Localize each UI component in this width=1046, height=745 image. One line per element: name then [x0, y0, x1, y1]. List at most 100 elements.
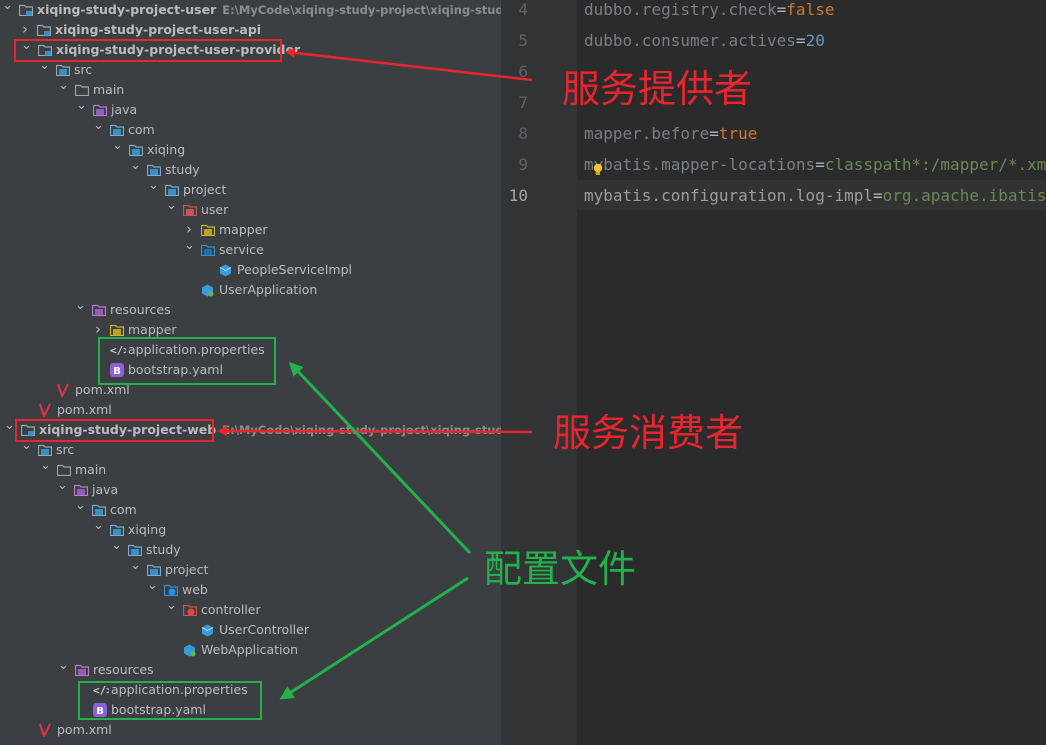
code-line[interactable]: dubbo.registry.check=false — [584, 0, 834, 21]
web-package-icon — [164, 584, 178, 596]
package-icon — [128, 544, 142, 556]
chevron-right-icon[interactable]: › — [22, 20, 28, 38]
chevron-down-icon[interactable]: ⌄ — [184, 238, 195, 253]
svg-text:B: B — [113, 366, 121, 377]
tree-row[interactable]: WebApplication — [0, 640, 501, 660]
svg-text:B: B — [96, 706, 104, 717]
chevron-down-icon[interactable]: ⌄ — [40, 458, 51, 473]
svg-text:</>: </> — [110, 344, 126, 356]
tree-row[interactable]: ⌄java — [0, 98, 501, 120]
properties-file-icon: </> — [110, 344, 126, 356]
tree-row[interactable]: PeopleServiceImpl — [0, 260, 501, 280]
chevron-down-icon[interactable]: ⌄ — [93, 518, 104, 533]
chevron-right-icon[interactable]: › — [95, 320, 101, 338]
chevron-down-icon[interactable]: ⌄ — [76, 98, 87, 113]
package-icon — [129, 144, 143, 156]
chevron-down-icon[interactable]: ⌄ — [58, 78, 69, 93]
tree-row[interactable]: UserApplication — [0, 280, 501, 300]
tree-row[interactable]: </>application.properties — [0, 340, 501, 360]
tree-row[interactable]: ⌄xiqing — [0, 138, 501, 160]
tree-row[interactable]: pom.xml — [0, 400, 501, 420]
chevron-down-icon[interactable]: ⌄ — [93, 118, 104, 133]
property-equals: = — [709, 124, 719, 143]
chevron-down-icon[interactable]: ⌄ — [21, 438, 32, 453]
tree-row-label: xiqing-study-project-user-api — [55, 22, 262, 37]
chevron-down-icon[interactable]: ⌄ — [112, 138, 123, 153]
module-folder-icon — [19, 4, 33, 16]
tree-row[interactable]: ⌄user — [0, 198, 501, 220]
tree-row[interactable]: ›mapper — [0, 220, 501, 240]
tree-row[interactable]: ⌄com — [0, 118, 501, 140]
line-number: 7 — [518, 93, 528, 112]
tree-row[interactable]: ⌄service — [0, 238, 501, 260]
code-line[interactable]: mapper.before=true — [584, 123, 757, 145]
tree-row[interactable]: ⌄ xiqing — [0, 518, 501, 540]
tree-row[interactable]: ⌄project — [0, 178, 501, 200]
tree-row[interactable]: ⌄src — [0, 58, 501, 80]
tree-row[interactable]: ⌄com — [0, 498, 501, 520]
chevron-down-icon[interactable]: ⌄ — [130, 158, 141, 173]
user-package-icon — [183, 204, 197, 216]
source-root-icon — [56, 64, 70, 76]
tree-row[interactable]: ⌄web — [0, 578, 501, 600]
tree-row-label: pom.xml — [75, 382, 130, 397]
tree-row[interactable]: ⌄ java — [0, 478, 501, 500]
code-line[interactable]: mybatis.configuration.log-impl=org.apach… — [584, 185, 1046, 207]
chevron-down-icon[interactable]: ⌄ — [147, 578, 158, 593]
resources-folder-icon — [75, 664, 89, 676]
tree-row-label: java — [92, 482, 119, 497]
tree-row[interactable]: ⌄main — [0, 78, 501, 100]
tree-row[interactable]: ⌄main — [0, 458, 501, 480]
tree-row[interactable]: </>application.properties — [0, 680, 501, 700]
chevron-down-icon[interactable]: ⌄ — [4, 418, 15, 433]
tree-row[interactable]: ⌄src — [0, 438, 501, 460]
property-key: dubbo.consumer.actives — [584, 31, 796, 50]
code-line[interactable]: mybatis.mapper-locations=classpath*:/map… — [584, 154, 1046, 176]
tree-row-label: xiqing-study-project-user-provider — [56, 42, 301, 57]
resources-folder-icon — [92, 304, 106, 316]
chevron-down-icon[interactable]: ⌄ — [21, 38, 32, 53]
chevron-down-icon[interactable]: ⌄ — [130, 558, 141, 573]
chevron-down-icon[interactable]: ⌄ — [75, 298, 86, 313]
tree-row[interactable]: ⌄controller — [0, 598, 501, 620]
chevron-down-icon[interactable]: ⌄ — [39, 58, 50, 73]
tree-row[interactable]: ⌄project — [0, 558, 501, 580]
intention-bulb-icon[interactable] — [592, 163, 604, 177]
consumer-callout: 服务消费者 — [553, 411, 744, 455]
chevron-down-icon[interactable]: ⌄ — [75, 498, 86, 513]
tree-row-label: PeopleServiceImpl — [237, 262, 352, 277]
panel-divider[interactable] — [501, 0, 502, 745]
property-value: true — [718, 124, 758, 143]
tree-row[interactable]: ⌄ xiqing-study-project-user-provider — [0, 38, 501, 60]
tree-row[interactable]: › xiqing-study-project-user-api — [0, 20, 501, 40]
chevron-right-icon[interactable]: › — [186, 220, 192, 238]
chevron-down-icon[interactable]: ⌄ — [148, 178, 159, 193]
tree-row[interactable]: ⌄study — [0, 538, 501, 560]
maven-icon — [39, 723, 52, 737]
config-callout: 配置文件 — [484, 547, 637, 591]
tree-row[interactable]: ⌄study — [0, 158, 501, 180]
tree-row[interactable]: pom.xml — [0, 720, 501, 740]
tree-row[interactable]: ⌄resources — [0, 658, 501, 680]
spring-class-icon — [201, 284, 214, 297]
chevron-down-icon[interactable]: ⌄ — [166, 598, 177, 613]
tree-row[interactable]: ›mapper — [0, 320, 501, 340]
tree-row[interactable]: pom.xml — [0, 380, 501, 400]
chevron-down-icon[interactable]: ⌄ — [57, 478, 68, 493]
tree-row[interactable]: UserController — [0, 620, 501, 640]
chevron-down-icon[interactable]: ⌄ — [2, 0, 13, 13]
tree-row[interactable]: ⌄resources — [0, 298, 501, 320]
tree-row-label: pom.xml — [57, 402, 112, 417]
tree-row-label: xiqing — [128, 522, 167, 537]
chevron-down-icon[interactable]: ⌄ — [58, 658, 69, 673]
chevron-down-icon[interactable]: ⌄ — [111, 538, 122, 553]
code-line[interactable]: dubbo.consumer.actives=20 — [584, 30, 825, 52]
property-value: classpath*:/mapper/*.xml — [824, 155, 1046, 174]
chevron-down-icon[interactable]: ⌄ — [166, 198, 177, 213]
controller-package-icon — [183, 604, 197, 616]
